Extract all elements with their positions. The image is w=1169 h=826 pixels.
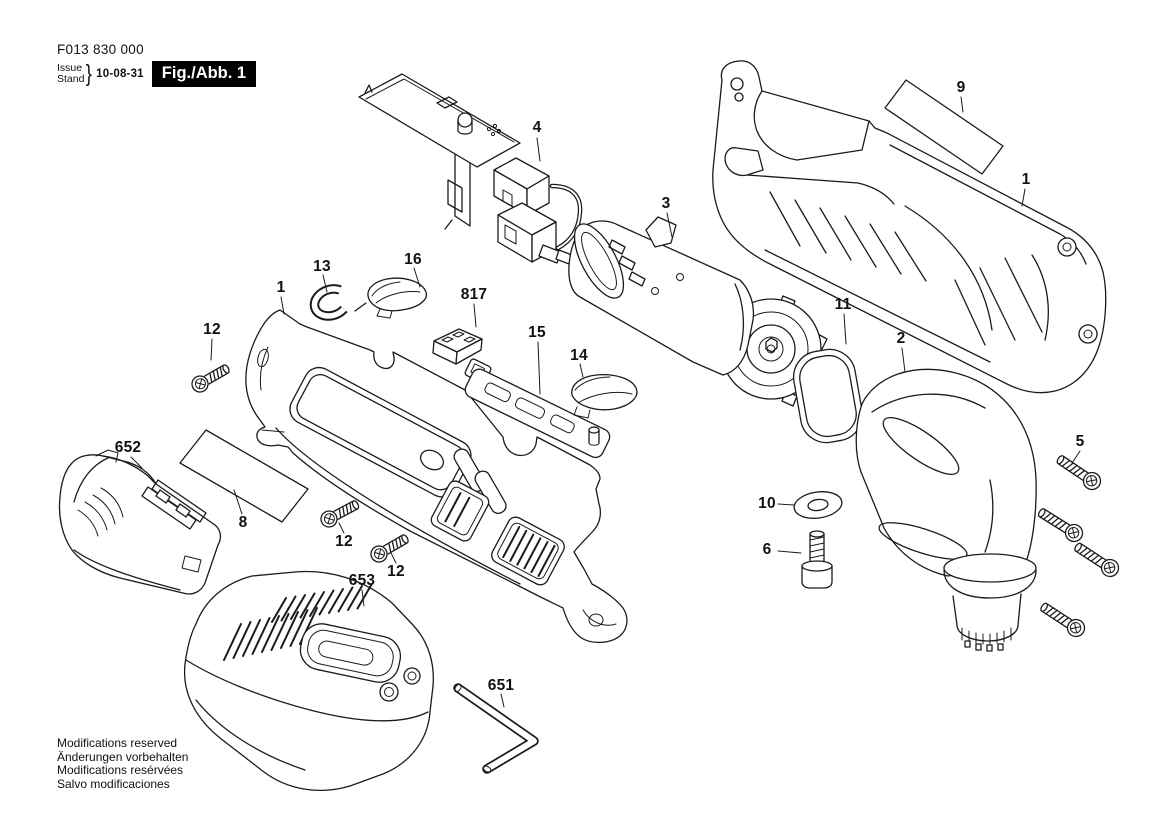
figure-label-badge: Fig./Abb. 1: [151, 60, 257, 87]
callout-1-left: 1: [276, 279, 286, 296]
part-label-9: [884, 79, 1004, 175]
callout-12-b: 12: [335, 533, 353, 550]
part-hexkey-651: [453, 683, 539, 774]
brace-glyph: }: [86, 60, 93, 86]
notice-line-fr: Modifications resérvées: [57, 763, 184, 777]
part-oring: [792, 348, 864, 444]
callout-653: 653: [348, 572, 376, 589]
modifications-notice: Modifications reserved Änderungen vorbeh…: [57, 736, 189, 791]
callout-15: 15: [528, 324, 546, 341]
callout-14: 14: [570, 347, 588, 364]
callout-652: 652: [114, 439, 142, 456]
issue-label: Issue: [57, 61, 83, 74]
header: F013 830 000 Issue Stand } 10-08-31 Fig.…: [57, 42, 257, 87]
callout-2: 2: [896, 330, 906, 347]
stand-label: Stand: [57, 72, 85, 85]
issue-date: 10-08-31: [96, 67, 144, 80]
part-screw-5-group: [1034, 450, 1123, 641]
callout-13: 13: [313, 258, 331, 275]
part-battery-652: [58, 449, 222, 595]
part-housing-right: [712, 60, 1107, 394]
part-slider-15: [464, 358, 611, 459]
part-label-8: [179, 429, 309, 523]
part-button-14: [571, 373, 638, 419]
callout-8: 8: [238, 514, 248, 531]
callout-10: 10: [758, 495, 776, 512]
part-housing-left: [245, 309, 628, 644]
document-part-number: F013 830 000: [57, 42, 144, 57]
notice-line-en: Modifications reserved: [57, 736, 178, 750]
callout-3: 3: [661, 195, 671, 212]
callout-1-right: 1: [1021, 171, 1031, 188]
callout-4: 4: [532, 119, 542, 136]
part-washer: [793, 491, 843, 519]
callout-5: 5: [1075, 433, 1085, 450]
callout-817: 817: [460, 286, 488, 303]
part-clip-13: [309, 284, 348, 321]
notice-line-es: Salvo modificaciones: [57, 776, 170, 791]
part-switch-817: [432, 328, 483, 365]
part-charger-653: [183, 570, 434, 791]
callout-651: 651: [487, 677, 515, 694]
callout-16: 16: [404, 251, 422, 268]
callout-12-c: 12: [387, 563, 405, 580]
callout-11: 11: [834, 296, 852, 313]
leader-lines: [130, 96, 1081, 708]
notice-line-de: Änderungen vorbehalten: [57, 749, 189, 764]
part-button-16: [354, 277, 427, 319]
callout-12-a: 12: [203, 321, 221, 338]
callout-9: 9: [956, 79, 966, 96]
part-screw-6: [801, 530, 833, 589]
callout-6: 6: [762, 541, 772, 558]
part-switch-assembly: [358, 73, 583, 265]
part-anglehead: [855, 368, 1037, 652]
